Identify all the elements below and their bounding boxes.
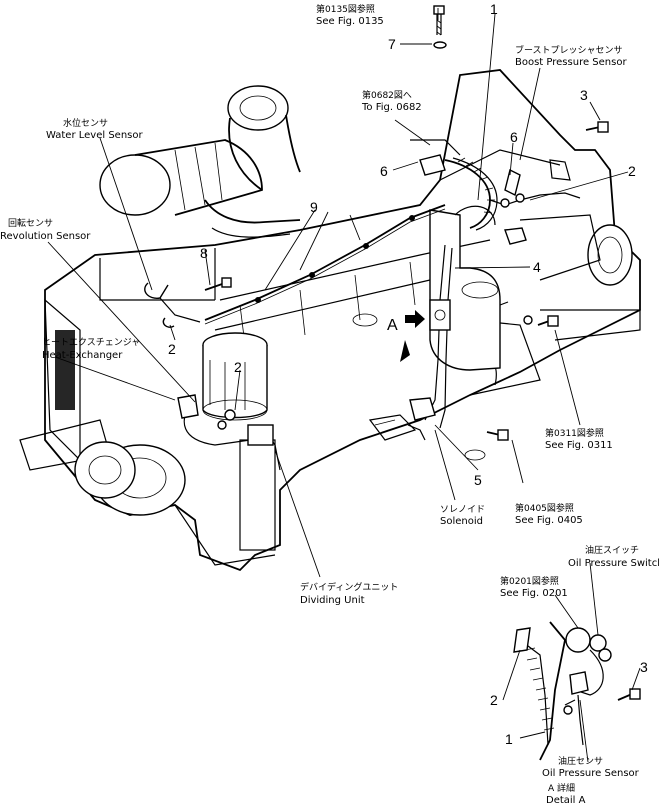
- ref-0311-en: See Fig. 0311: [545, 440, 613, 451]
- ref-0201-en: See Fig. 0201: [500, 588, 568, 599]
- ref-0311-jp: 第0311図参照: [545, 427, 604, 439]
- oil-pressure-switch-en: Oil Pressure Switch: [568, 558, 659, 569]
- water-level-en: Water Level Sensor: [46, 130, 143, 141]
- view-arrow-a: A: [387, 310, 425, 334]
- callout-8: 8: [200, 245, 208, 261]
- detail-a-en: Detail A: [546, 795, 586, 805]
- dividing-unit-jp: デバイディングユニット: [300, 581, 398, 593]
- callout-1-detail: 1: [505, 731, 513, 747]
- callout-6-right: 6: [510, 129, 518, 145]
- wiring-harness: [144, 5, 609, 471]
- oil-pressure-sensor-en: Oil Pressure Sensor: [542, 768, 640, 779]
- ref-0135-en: See Fig. 0135: [316, 16, 384, 27]
- view-label-a: A: [387, 317, 398, 334]
- callout-5: 5: [474, 472, 482, 488]
- callout-6-left: 6: [380, 163, 388, 179]
- ref-0405-en: See Fig. 0405: [515, 515, 583, 526]
- callout-3-top: 3: [580, 87, 588, 103]
- ref-0135-jp: 第0135図参照: [316, 3, 375, 15]
- detail-a-drawing: [513, 621, 641, 761]
- heat-exchanger-en: Heat-Exchanger: [42, 350, 123, 361]
- dividing-unit-en: Dividing Unit: [300, 595, 365, 606]
- revolution-jp: 回転センサ: [8, 218, 53, 229]
- callout-1-top: 1: [490, 1, 498, 17]
- detail-a-jp: A 詳細: [548, 782, 575, 794]
- heat-exchanger-jp: ヒートエクスチェンジャ: [42, 337, 140, 348]
- ref-0682-jp: 第0682図へ: [362, 89, 412, 101]
- callout-9: 9: [310, 199, 318, 215]
- boost-sensor-jp: ブーストプレッシャセンサ: [515, 44, 623, 56]
- boost-sensor-en: Boost Pressure Sensor: [515, 57, 627, 68]
- callout-2-left: 2: [168, 341, 176, 357]
- ref-0682-en: To Fig. 0682: [361, 102, 422, 113]
- callout-2-mid: 2: [234, 359, 242, 375]
- ref-0201-jp: 第0201図参照: [500, 575, 559, 587]
- oil-pressure-switch-jp: 油圧スイッチ: [585, 544, 639, 556]
- callout-2-detail: 2: [490, 692, 498, 708]
- callout-2-right: 2: [628, 163, 636, 179]
- solenoid-jp: ソレノイド: [440, 505, 485, 515]
- engine-drawing: [19, 69, 641, 572]
- labels: 第0135図参照 See Fig. 0135 第0682図へ To Fig. 0…: [0, 3, 659, 806]
- callout-4: 4: [533, 259, 541, 275]
- water-level-jp: 水位センサ: [63, 117, 108, 129]
- leader-lines: [47, 8, 641, 763]
- callout-7: 7: [388, 36, 396, 52]
- ref-0405-jp: 第0405図参照: [515, 502, 574, 514]
- revolution-en: Revolution Sensor: [0, 231, 91, 242]
- solenoid-en: Solenoid: [440, 516, 483, 527]
- callout-numbers: 1 7 3 6 6 2 9 8 4 2 2 5 3 2 1: [168, 1, 648, 747]
- oil-pressure-sensor-jp: 油圧センサ: [558, 755, 603, 767]
- callout-3-detail: 3: [640, 659, 648, 675]
